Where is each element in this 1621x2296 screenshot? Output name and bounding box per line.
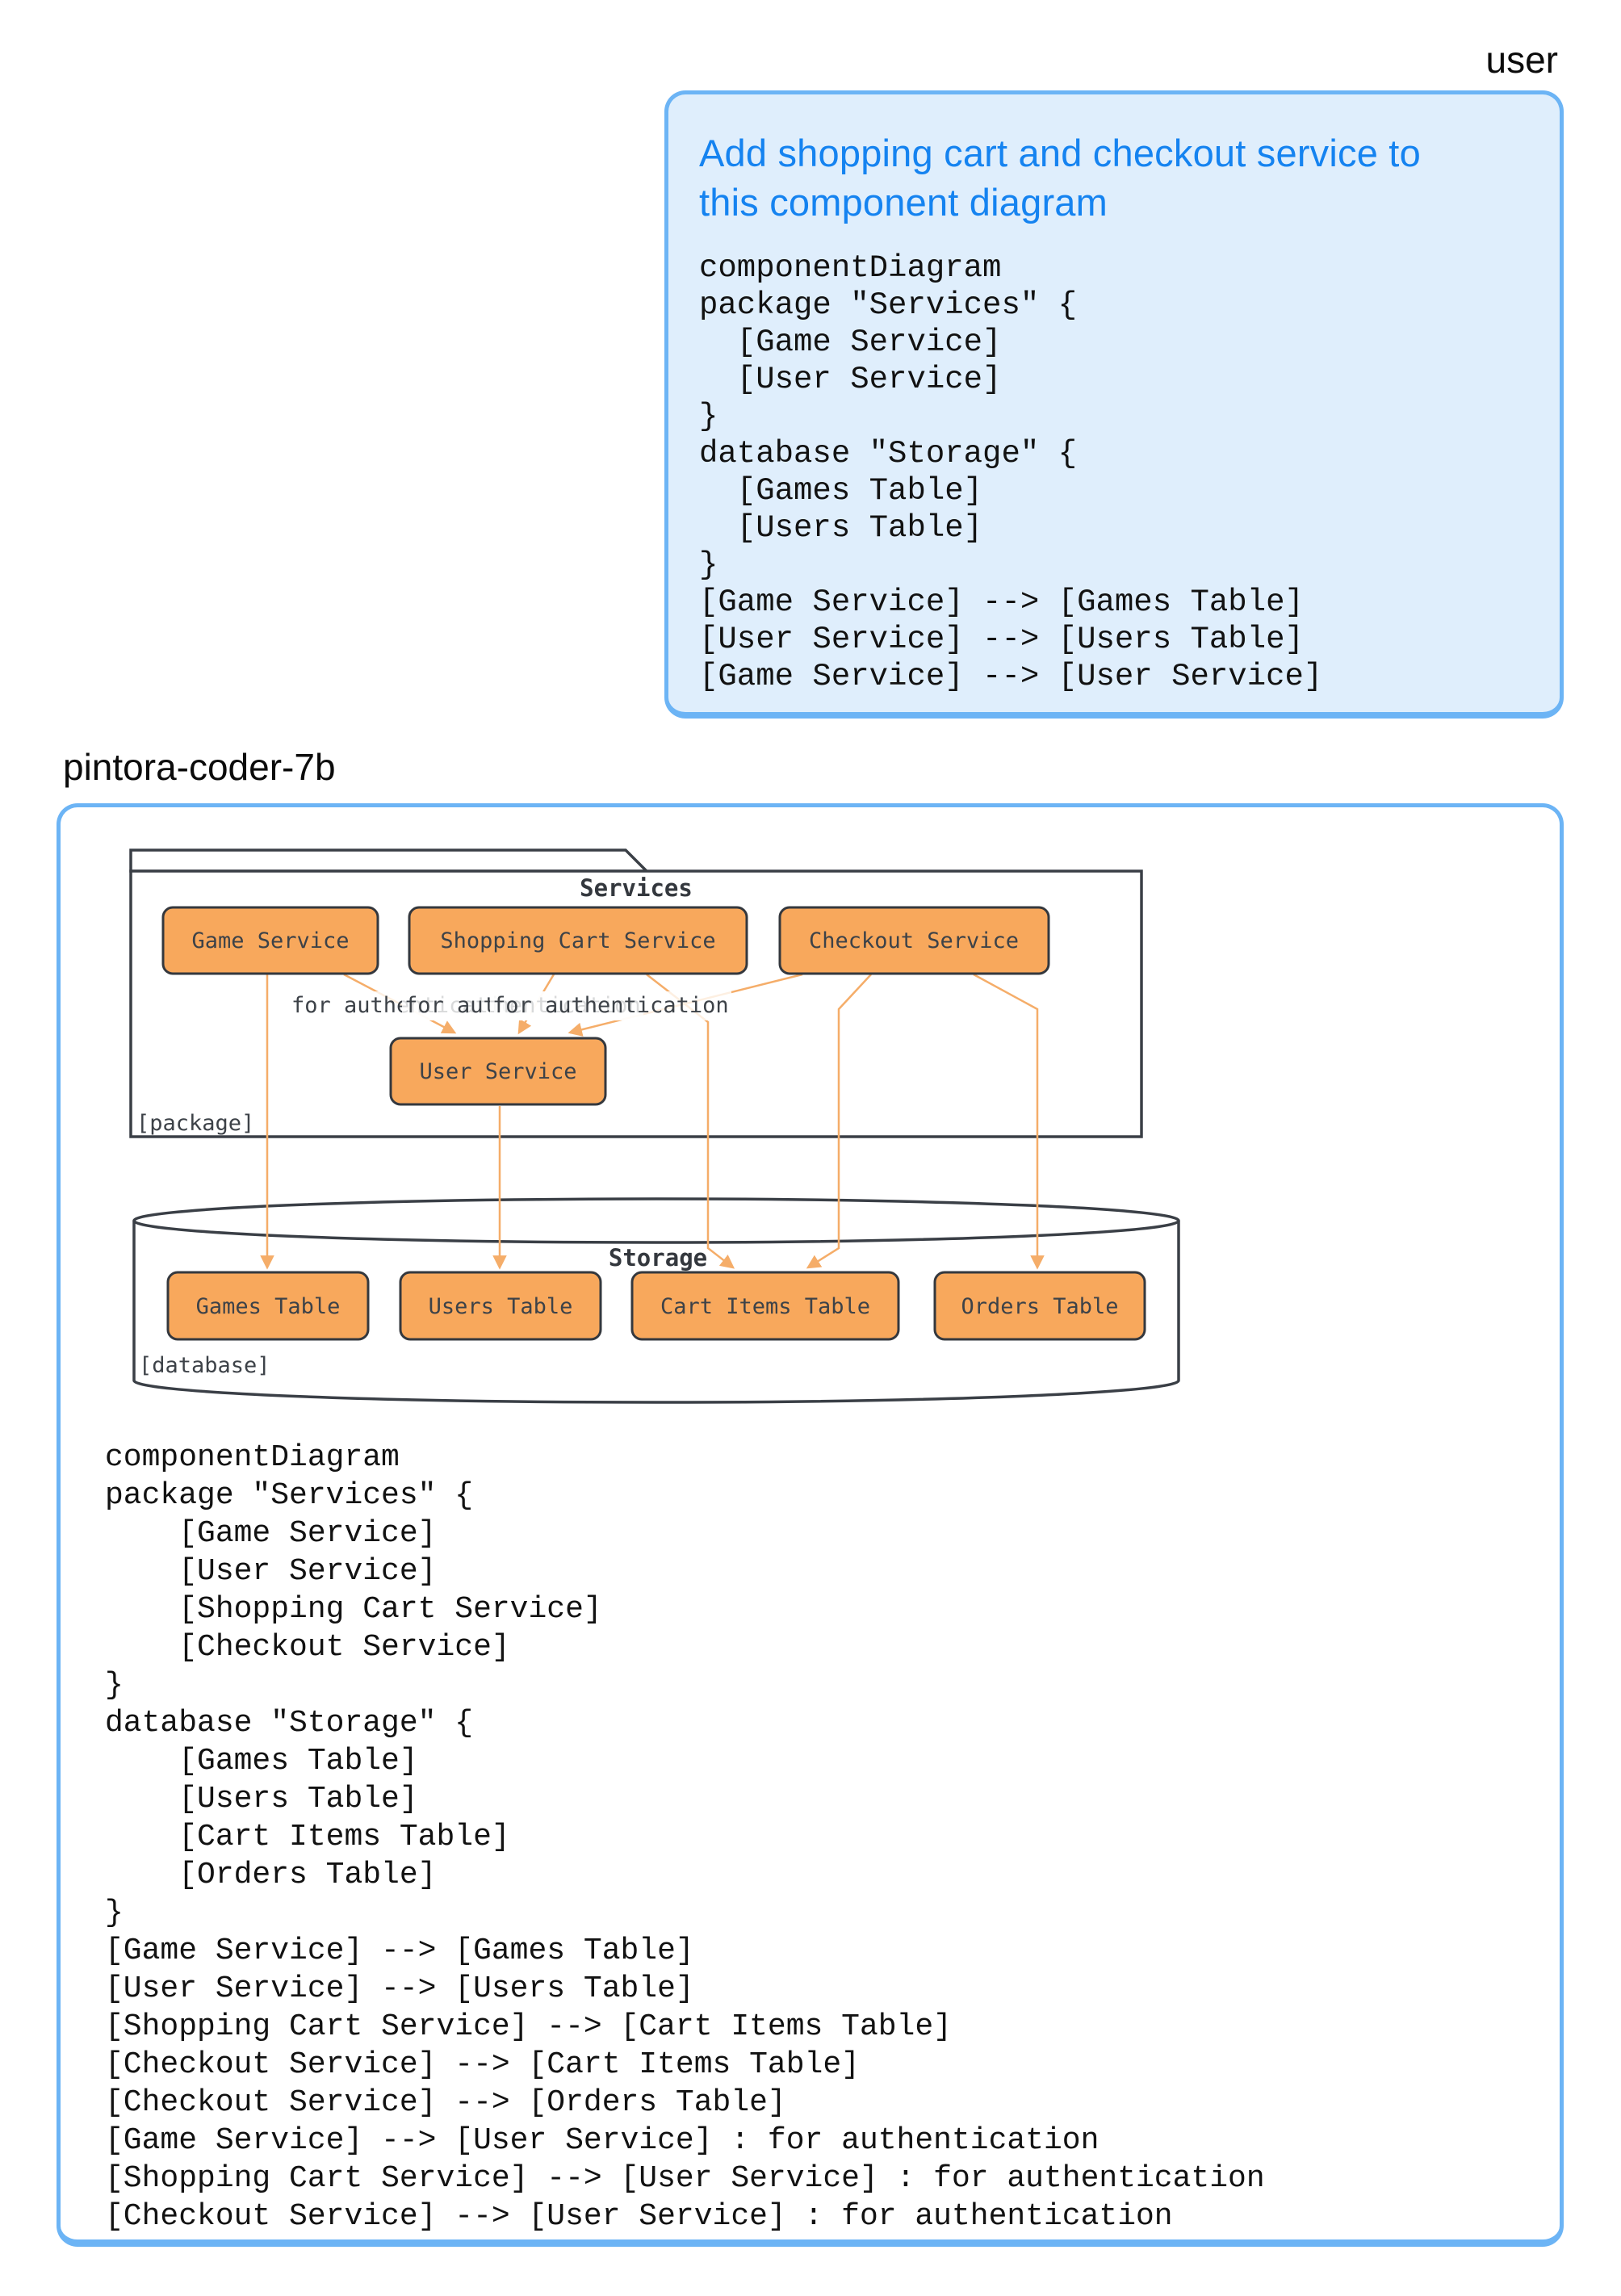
package-stereotype: [package] [136,1111,254,1136]
user-speaker-label: user [1485,39,1558,81]
edge-label-auth-checkout: for authentication [490,991,731,1020]
database-top-shape [132,1197,1180,1244]
prompt-title: Add shopping cart and checkout service t… [699,132,1421,224]
node-user-service [389,1037,607,1106]
user-message-bubble: Add shopping cart and checkout service t… [664,90,1564,719]
model-speaker-label: pintora-coder-7b [63,746,336,788]
model-response-bubble: Services [package] Storage [database] [57,803,1564,2247]
node-user-service-label: User Service [419,1059,576,1084]
package-title: Services [580,874,693,902]
node-games-table [166,1271,370,1341]
user-code-block: componentDiagram package "Services" { [G… [699,250,1323,694]
node-games-table-label: Games Table [196,1294,341,1319]
node-cart-items-table-label: Cart Items Table [660,1294,870,1319]
node-orders-table-label: Orders Table [961,1294,1118,1319]
database-title: Storage [609,1244,707,1272]
node-cart-items-table [630,1271,900,1341]
database-stereotype: [database] [139,1353,270,1378]
node-game-service-label: Game Service [191,928,349,953]
model-code-block: componentDiagram package "Services" { [G… [105,1440,1265,2234]
edge-checkout-to-cart-items [806,974,872,1269]
node-orders-table [933,1271,1146,1341]
diagram-nodes: Game Service Shopping Cart Service Check… [161,906,1146,1341]
edge-checkout-to-orders-table [973,973,1045,1270]
node-users-table-label: Users Table [429,1294,573,1319]
node-shopping-cart-service-label: Shopping Cart Service [440,928,715,953]
node-users-table [399,1271,602,1341]
component-diagram: Services [package] Storage [database] [61,807,1560,1409]
node-checkout-service [778,906,1050,975]
node-game-service [161,906,379,975]
diagram-canvas: Services [package] Storage [database] [129,848,1180,1404]
node-shopping-cart-service [408,906,748,975]
node-checkout-service-label: Checkout Service [809,928,1019,953]
package-tab-shape [129,848,651,873]
